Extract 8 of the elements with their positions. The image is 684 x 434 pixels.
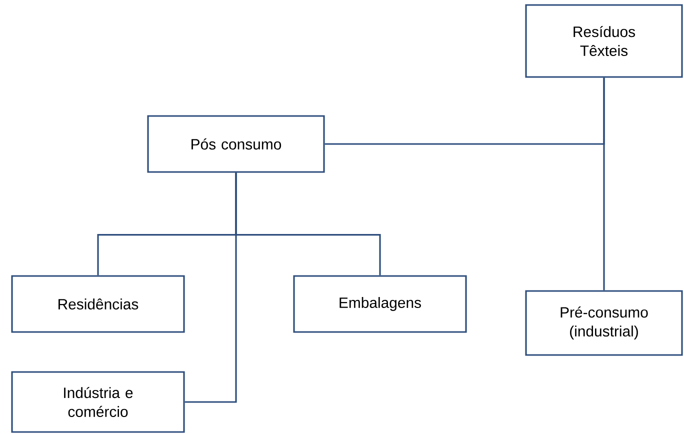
category-box: Resíduos Têxteis (525, 4, 683, 78)
connector-line (184, 172, 237, 403)
category-box: Pós consumo (147, 115, 325, 173)
category-box: Embalagens (293, 275, 467, 333)
category-box: Indústria e comércio (11, 371, 185, 433)
category-box: Residências (11, 275, 185, 333)
connector-line (603, 78, 605, 290)
category-box: Pré-consumo (industrial) (525, 290, 683, 356)
